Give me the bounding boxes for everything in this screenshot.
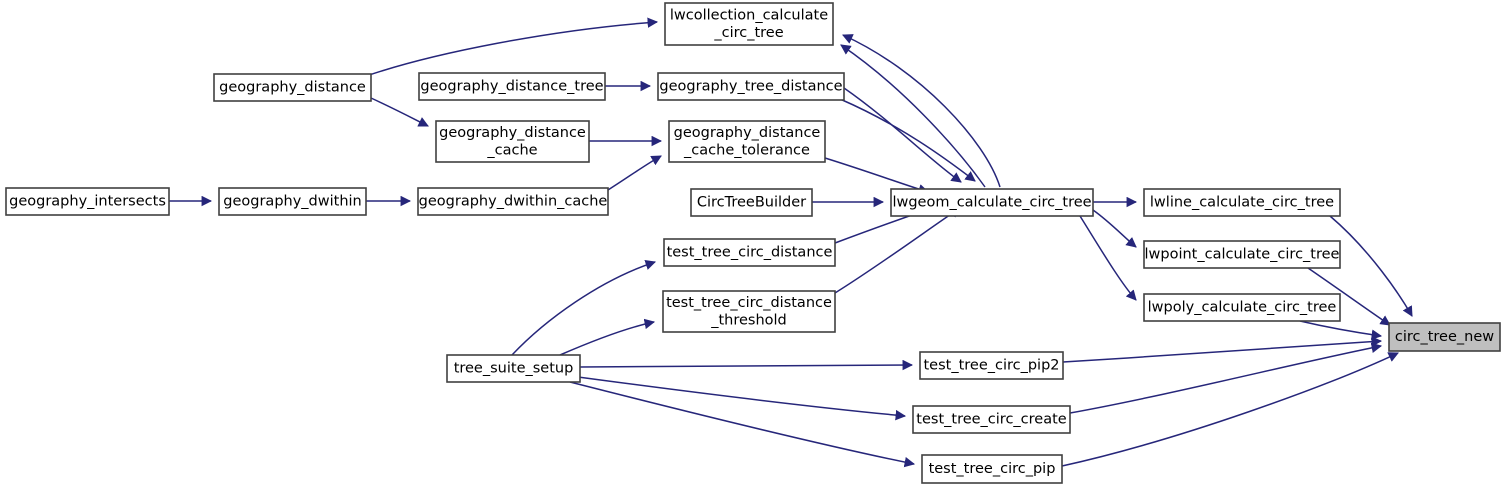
graph-node-test-tree-circ-distance-threshold[interactable]: test_tree_circ_distance_threshold bbox=[662, 290, 836, 333]
graph-node-lwline-calculate-circ-tree[interactable]: lwline_calculate_circ_tree bbox=[1143, 188, 1341, 217]
call-edge bbox=[559, 318, 656, 356]
call-edge bbox=[607, 155, 662, 191]
node-box[interactable] bbox=[1143, 240, 1341, 269]
call-edge bbox=[824, 157, 930, 195]
graph-node-geography-distance-tree[interactable]: geography_distance_tree bbox=[418, 72, 606, 101]
node-box[interactable] bbox=[1143, 188, 1341, 217]
node-label: _threshold bbox=[710, 312, 787, 328]
call-edge bbox=[370, 97, 429, 127]
call-edge bbox=[1329, 215, 1413, 317]
call-edge bbox=[1092, 209, 1137, 248]
call-edge bbox=[1062, 336, 1383, 363]
nodes-layer: lwcollection_calculate _circ_tree geograph… bbox=[5, 2, 1501, 484]
graph-node-circ-tree-new[interactable]: circ_tree_new bbox=[1388, 322, 1501, 352]
node-box[interactable] bbox=[1388, 322, 1501, 352]
graph-node-lwgeom-calculate-circ-tree[interactable]: lwgeom_calculate_circ_tree bbox=[890, 188, 1094, 217]
node-label: geography_distance bbox=[219, 80, 366, 96]
graph-node-geography-distance[interactable]: geography_distance bbox=[213, 73, 372, 102]
graph-node-geography-dwithin-cache[interactable]: geography_dwithin_cache bbox=[417, 187, 609, 216]
node-label: geography_dwithin bbox=[223, 194, 361, 210]
graph-node-test-tree-circ-distance[interactable]: test_tree_circ_distance bbox=[663, 238, 836, 267]
node-box[interactable] bbox=[668, 120, 826, 163]
call-edge bbox=[577, 376, 907, 421]
graph-node-CircTreeBuilder[interactable]: CircTreeBuilder bbox=[690, 188, 813, 217]
call-edge bbox=[840, 44, 986, 188]
call-edge bbox=[1061, 352, 1399, 467]
node-label: test_tree_circ_distance bbox=[667, 245, 833, 261]
call-edge bbox=[1069, 342, 1383, 414]
node-label: test_tree_circ_distance bbox=[666, 295, 832, 311]
graph-node-geography-distance-cache[interactable]: geography_distance_cache bbox=[435, 120, 590, 163]
node-box[interactable] bbox=[418, 72, 606, 101]
node-box[interactable] bbox=[921, 454, 1063, 484]
graph-node-geography-intersects[interactable]: geography_intersects bbox=[5, 187, 170, 216]
graph-node-lwpoly-calculate-circ-tree[interactable]: lwpoly_calculate_circ_tree bbox=[1143, 293, 1341, 322]
node-label: lwcollection_calculate bbox=[670, 7, 828, 23]
node-box[interactable] bbox=[662, 290, 836, 333]
node-box[interactable] bbox=[912, 405, 1071, 434]
node-box[interactable] bbox=[919, 351, 1064, 380]
node-label: _circ_tree bbox=[713, 25, 783, 41]
node-label: lwpoint_calculate_circ_tree bbox=[1145, 247, 1340, 263]
call-edge bbox=[511, 259, 656, 356]
call-edge bbox=[351, 17, 659, 82]
graph-node-geography-distance-cache-tolerance[interactable]: geography_distance_cache_tolerance bbox=[668, 120, 826, 163]
node-label: geography_intersects bbox=[9, 194, 166, 210]
node-box[interactable] bbox=[417, 187, 609, 216]
node-box[interactable] bbox=[690, 188, 813, 217]
call-edge bbox=[1079, 215, 1137, 301]
node-label: test_tree_circ_pip2 bbox=[923, 358, 1059, 374]
node-box[interactable] bbox=[446, 354, 581, 383]
node-label: test_tree_circ_create bbox=[916, 412, 1066, 428]
node-box[interactable] bbox=[5, 187, 170, 216]
node-box[interactable] bbox=[664, 2, 834, 46]
call-edge bbox=[1299, 320, 1383, 340]
call-edge bbox=[842, 34, 1001, 188]
node-box[interactable] bbox=[890, 188, 1094, 217]
node-label: geography_dwithin_cache bbox=[419, 194, 608, 210]
graph-node-lwcollection-calculate-circ-tree[interactable]: lwcollection_calculate _circ_tree bbox=[664, 2, 834, 46]
node-label: circ_tree_new bbox=[1395, 329, 1494, 345]
node-label: _cache bbox=[486, 142, 537, 158]
node-label: test_tree_circ_pip bbox=[929, 461, 1056, 477]
call-edge bbox=[843, 87, 962, 183]
node-box[interactable] bbox=[663, 238, 836, 267]
node-label: CircTreeBuilder bbox=[697, 195, 806, 211]
graph-node-test-tree-circ-create[interactable]: test_tree_circ_create bbox=[912, 405, 1071, 434]
graph-node-test-tree-circ-pip2[interactable]: test_tree_circ_pip2 bbox=[919, 351, 1064, 380]
node-box[interactable] bbox=[218, 187, 367, 216]
node-label: geography_tree_distance bbox=[659, 79, 842, 95]
node-box[interactable] bbox=[657, 72, 845, 101]
node-box[interactable] bbox=[435, 120, 590, 163]
node-label: _cache_tolerance bbox=[683, 142, 810, 158]
call-edge bbox=[579, 359, 914, 371]
call-edge bbox=[569, 381, 916, 468]
graph-node-tree-suite-setup[interactable]: tree_suite_setup bbox=[446, 354, 581, 383]
graph-node-test-tree-circ-pip[interactable]: test_tree_circ_pip bbox=[921, 454, 1063, 484]
node-box[interactable] bbox=[1143, 293, 1341, 322]
graph-node-lwpoint-calculate-circ-tree[interactable]: lwpoint_calculate_circ_tree bbox=[1143, 240, 1341, 269]
node-label: geography_distance bbox=[674, 125, 821, 141]
node-label: lwpoly_calculate_circ_tree bbox=[1148, 300, 1337, 316]
node-label: geography_distance_tree bbox=[420, 79, 603, 95]
graph-node-geography-tree-distance[interactable]: geography_tree_distance bbox=[657, 72, 845, 101]
node-label: geography_distance bbox=[439, 125, 586, 141]
node-box[interactable] bbox=[213, 73, 372, 102]
node-label: tree_suite_setup bbox=[454, 361, 574, 377]
call-edge bbox=[1307, 267, 1391, 326]
node-label: lwline_calculate_circ_tree bbox=[1150, 195, 1334, 211]
graph-node-geography-dwithin[interactable]: geography_dwithin bbox=[218, 187, 367, 216]
call-edge bbox=[839, 98, 976, 182]
node-label: lwgeom_calculate_circ_tree bbox=[892, 195, 1091, 211]
